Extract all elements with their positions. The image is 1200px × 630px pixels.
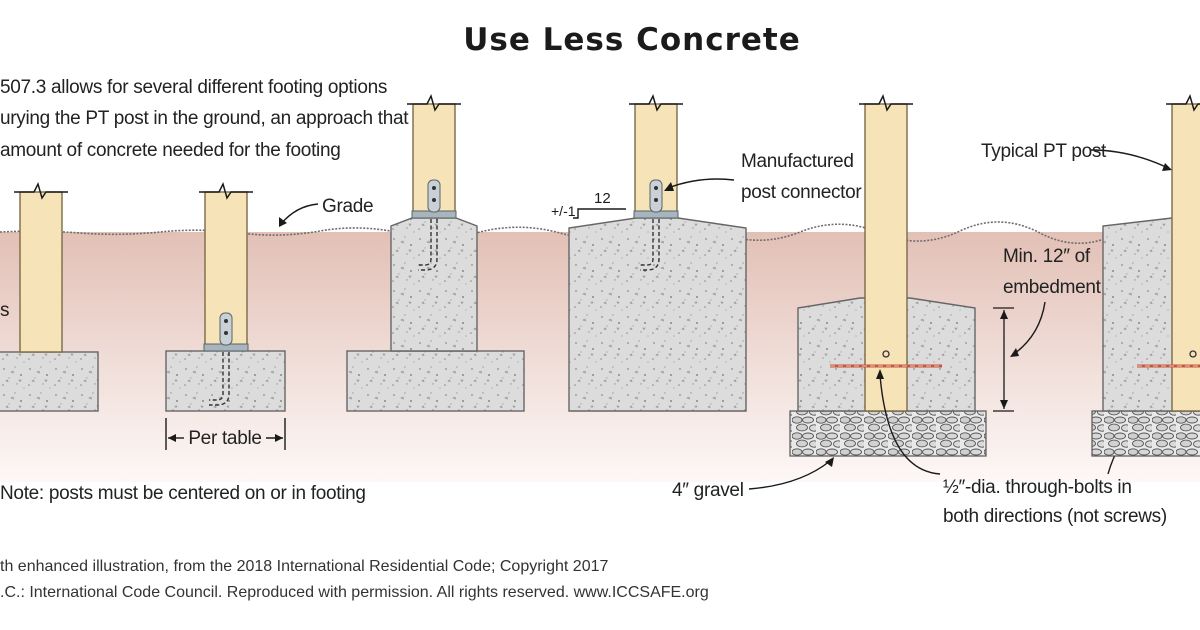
embedment-label-1: Min. 12″ of xyxy=(1003,246,1091,267)
footing-6 xyxy=(1091,93,1200,457)
diagram-title: Use Less Concrete xyxy=(463,22,801,58)
grade-line xyxy=(0,220,1200,245)
footing-1: s xyxy=(0,181,99,412)
grade-label: Grade xyxy=(322,196,373,217)
intro-line-2: urying the PT post in the ground, an app… xyxy=(0,108,409,129)
typical-post-label: Typical PT post xyxy=(981,141,1107,162)
intro-line-3: amount of concrete needed for the footin… xyxy=(0,140,341,161)
bolts-label-2: both directions (not screws) xyxy=(943,506,1167,527)
bolts-label-1: ½″-dia. through-bolts in xyxy=(943,477,1132,498)
footing-5 xyxy=(789,93,987,457)
footing-4 xyxy=(568,93,747,412)
intro-line-1: 507.3 allows for several different footi… xyxy=(0,77,387,98)
per-table-label: Per table xyxy=(188,428,261,449)
per-table-dimension: Per table xyxy=(165,418,286,450)
centering-note: Note: posts must be centered on or in fo… xyxy=(0,483,366,504)
embedment-label-2: embedment xyxy=(1003,277,1102,298)
connector-label-1: Manufactured xyxy=(741,151,854,172)
footing-3 xyxy=(346,93,525,412)
slope-rise-label: +/-1 xyxy=(551,203,576,219)
left-cut-text: s xyxy=(0,300,9,321)
credit-line-2: .C.: International Code Council. Reprodu… xyxy=(0,584,709,601)
slope-indicator: +/-1 12 xyxy=(551,190,626,219)
embedment-dimension: Min. 12″ of embedment xyxy=(993,246,1102,412)
slope-run-label: 12 xyxy=(594,190,611,207)
footing-2 xyxy=(165,181,286,412)
connector-label-2: post connector xyxy=(741,182,862,203)
gravel-label: 4″ gravel xyxy=(672,480,744,501)
credit-line-1: th enhanced illustration, from the 2018 … xyxy=(0,558,608,575)
